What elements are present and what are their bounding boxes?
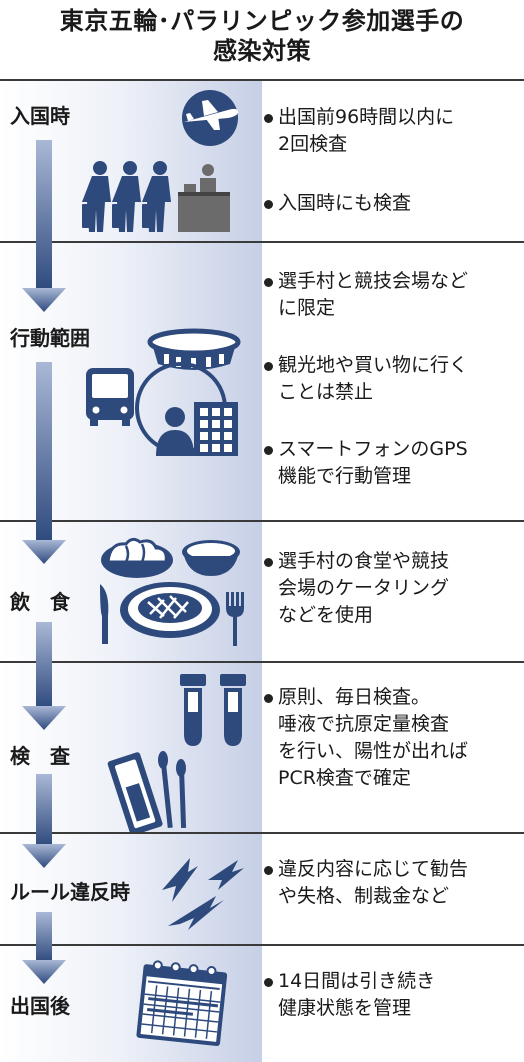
stage-label-arrival: 入国時 — [10, 104, 70, 128]
divider — [0, 944, 524, 946]
bread-icon — [101, 537, 173, 578]
title-line-1: 東京五輪･パラリンピック参加選手の — [59, 7, 465, 35]
right-panel — [262, 80, 524, 1062]
building-icon — [194, 402, 238, 456]
stage-label-departure: 出国後 — [10, 994, 70, 1018]
divider — [0, 79, 524, 81]
title-line-2: 感染対策 — [213, 37, 311, 65]
bullet-dot-icon — [264, 866, 273, 875]
stage-label-activity-range: 行動範囲 — [10, 326, 90, 350]
divider — [0, 661, 524, 663]
stage-label-dining: 飲 食 — [10, 590, 70, 614]
swab-icon — [107, 751, 187, 832]
travelers-icon — [82, 161, 230, 232]
bullet-dot-icon — [264, 200, 273, 209]
stadium-icon — [147, 328, 241, 370]
stage-label-rule-violation: ルール違反時 — [10, 880, 130, 904]
bullet-dot-icon — [264, 362, 273, 371]
lightning-icon — [162, 858, 244, 930]
plate-icon — [120, 582, 220, 638]
bullet-dot-icon — [264, 694, 273, 703]
bullet-dot-icon — [264, 278, 273, 287]
divider — [0, 520, 524, 522]
person-icon — [156, 407, 194, 456]
page-title: 東京五輪･パラリンピック参加選手の 感染対策 — [0, 6, 524, 66]
divider — [0, 832, 524, 834]
bowl-icon — [182, 540, 240, 576]
bullet-dot-icon — [264, 446, 273, 455]
test-tube-icon — [180, 674, 246, 746]
divider — [0, 241, 524, 243]
bullet-dot-icon — [264, 114, 273, 123]
airplane-icon — [182, 90, 238, 146]
bullet-dot-icon — [264, 558, 273, 567]
knife-icon — [100, 584, 109, 644]
stage-label-testing: 検 査 — [10, 744, 70, 768]
calendar-icon — [136, 960, 228, 1046]
bullet-dot-icon — [264, 978, 273, 987]
fork-icon — [226, 592, 244, 646]
flow-arrows — [22, 140, 66, 984]
bus-icon — [86, 368, 134, 426]
